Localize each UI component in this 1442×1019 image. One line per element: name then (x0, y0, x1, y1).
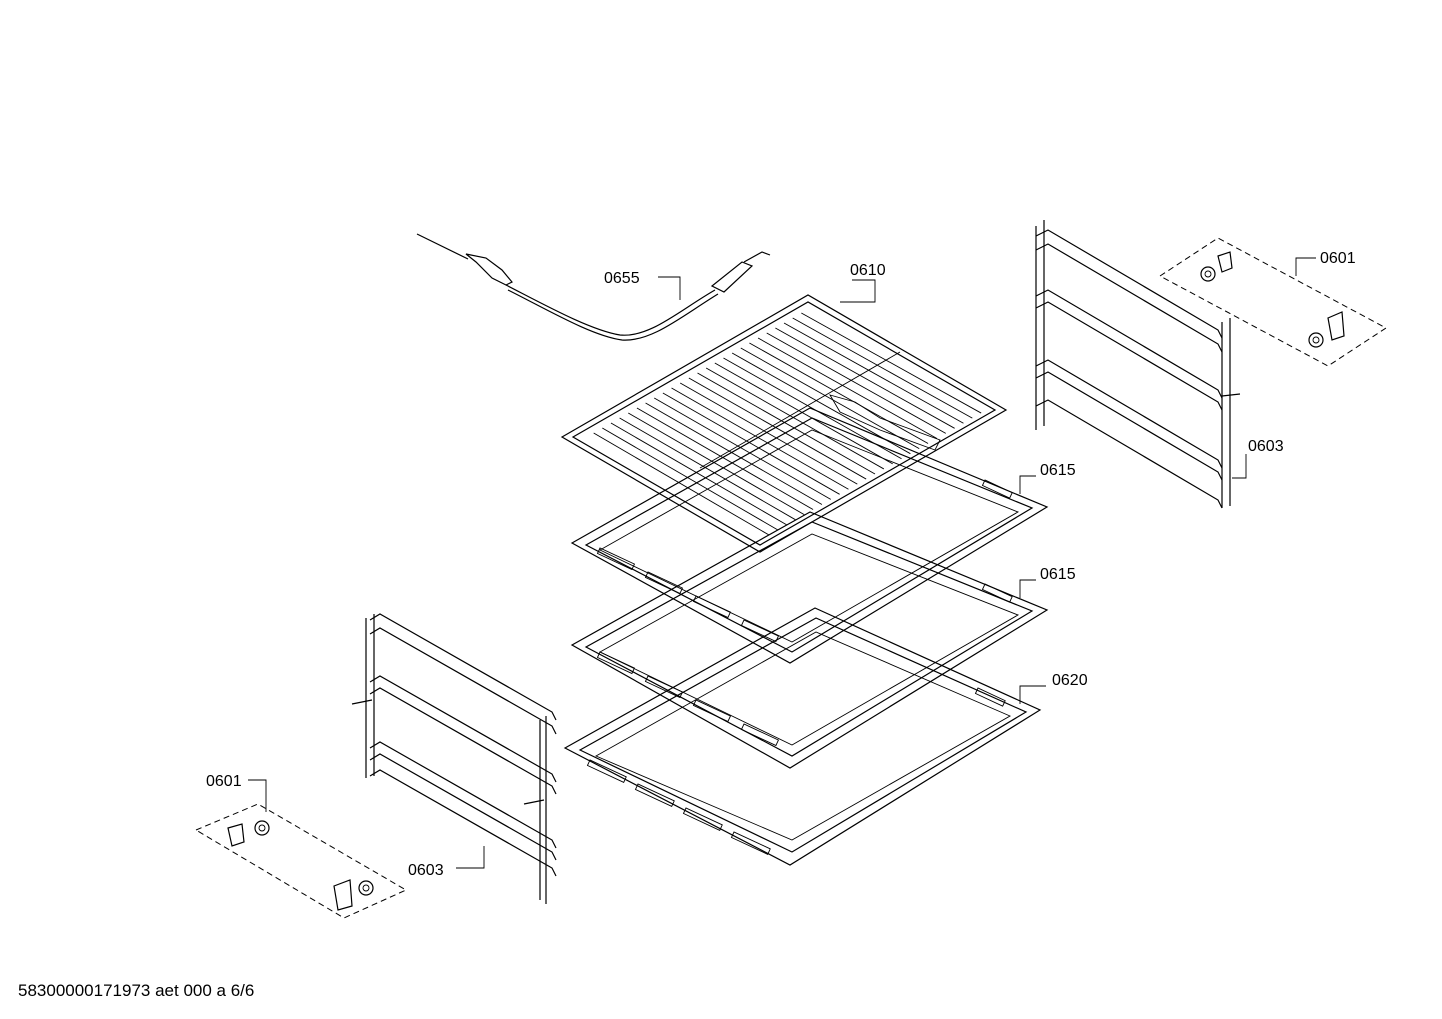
label-left-rails: 0603 (408, 862, 444, 879)
tray-upper-slots (596, 479, 1013, 643)
grid-wire-bar (697, 372, 876, 475)
grid-wire-bar (636, 407, 814, 510)
grid-wire-bar (749, 342, 929, 444)
leader-lines (248, 257, 1316, 869)
grid-wire-bar (645, 402, 823, 505)
grid-wire-bar (688, 377, 867, 480)
left-side-rails-part (351, 613, 557, 904)
left-mounting-kit-part (194, 803, 408, 919)
right-side-rails-part (1035, 220, 1241, 509)
grid-wire-bar (593, 432, 770, 536)
label-right-kit: 0601 (1320, 250, 1356, 267)
grid-wire-bar (783, 322, 964, 424)
grid-wire-bar (610, 422, 787, 526)
grid-wire-bar (801, 312, 982, 414)
grid-wire-bar (775, 327, 955, 429)
grid-wire-bar (679, 382, 858, 485)
grid-wire-bar (766, 332, 946, 434)
document-id: 58300000171973 aet 000 a 6/6 (18, 981, 255, 1000)
label-tray-upper: 0615 (1040, 462, 1076, 479)
grid-wire-bar (654, 397, 831, 500)
grid-wire-bar (671, 387, 849, 490)
deep-tray-slots (586, 687, 1006, 855)
grid-wire-bar (757, 337, 938, 439)
grid-wire-bar (628, 412, 805, 516)
right-mounting-kit-part (1159, 237, 1387, 367)
label-tray-middle: 0615 (1040, 566, 1076, 583)
grid-wire-bar (705, 367, 885, 470)
grid-wire-bar (602, 427, 778, 531)
label-grid-shelf: 0610 (850, 262, 886, 279)
baking-tray-upper-part (570, 407, 1049, 664)
grid-wire-bar (619, 417, 796, 521)
baking-tray-middle-part (570, 511, 1049, 769)
grid-wire-bar (740, 347, 920, 450)
wire-grid-shelf-part (560, 294, 1008, 553)
tray-middle-slots (596, 583, 1013, 747)
grid-wire-bar (792, 317, 973, 419)
label-right-rails: 0603 (1248, 438, 1284, 455)
deep-tray-part (563, 607, 1042, 866)
label-left-kit: 0601 (206, 773, 242, 790)
grid-wire-bar (714, 362, 893, 465)
grid-wire-bar (662, 392, 840, 495)
meat-probe-part (416, 233, 771, 341)
label-probe: 0655 (604, 270, 640, 287)
label-deep-tray: 0620 (1052, 672, 1088, 689)
